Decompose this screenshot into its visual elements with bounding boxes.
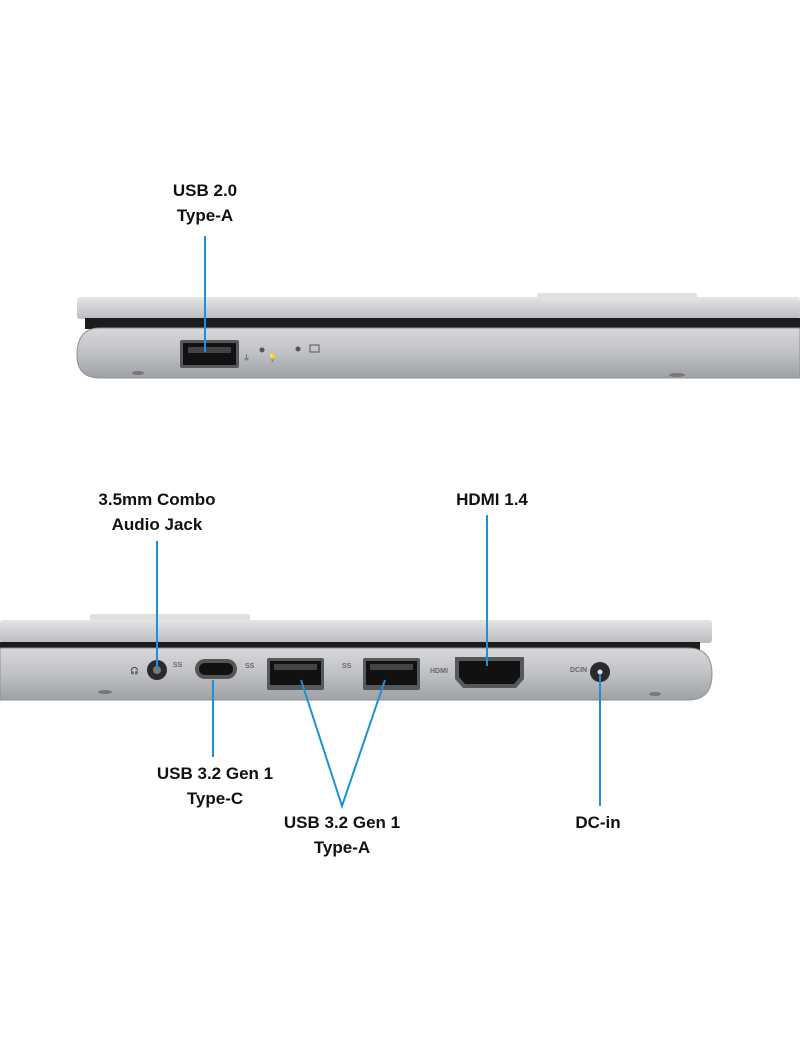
usb-a-port-2 bbox=[363, 658, 420, 690]
svg-text:DC-in: DC-in bbox=[575, 813, 620, 832]
callout-dc-in: DC-in bbox=[575, 674, 621, 832]
svg-text:HDMI 1.4: HDMI 1.4 bbox=[456, 490, 528, 509]
svg-text:Type-C: Type-C bbox=[187, 789, 243, 808]
ss-usb-marking: SS bbox=[342, 663, 352, 670]
ss-usb-marking: SS bbox=[173, 662, 183, 669]
svg-text:Audio Jack: Audio Jack bbox=[112, 515, 203, 534]
svg-text:USB 3.2 Gen 1: USB 3.2 Gen 1 bbox=[284, 813, 400, 832]
usb-symbol-icon: ⏚ bbox=[243, 354, 250, 362]
usb-a-port-2-0 bbox=[180, 340, 239, 368]
svg-text:Type-A: Type-A bbox=[314, 838, 370, 857]
power-led bbox=[259, 347, 265, 353]
svg-text:USB 2.0: USB 2.0 bbox=[173, 181, 237, 200]
battery-icon bbox=[309, 344, 320, 353]
laptop-left-side: ⏚ 💡 bbox=[76, 293, 800, 379]
callout-usb-c: USB 3.2 Gen 1 Type-C bbox=[157, 680, 273, 808]
callout-hdmi: HDMI 1.4 bbox=[456, 490, 528, 666]
usb-c-port bbox=[195, 659, 237, 679]
callout-usb-2-0: USB 2.0 Type-A bbox=[173, 181, 237, 352]
dc-in-port bbox=[590, 662, 610, 682]
laptop-right-side: 🎧 SS SS SS HDMI DCIN bbox=[0, 614, 713, 701]
ss-usb-marking: SS bbox=[245, 663, 255, 670]
callout-audio-jack: 3.5mm Combo Audio Jack bbox=[98, 490, 216, 668]
audio-jack bbox=[147, 660, 167, 680]
hdmi-port bbox=[455, 657, 524, 688]
power-indicator-icon: 💡 bbox=[268, 353, 277, 362]
hdmi-marking: HDMI bbox=[430, 668, 448, 675]
usb-a-port-1 bbox=[267, 658, 324, 690]
headset-icon: 🎧 bbox=[130, 666, 139, 675]
dc-marking: DCIN bbox=[570, 667, 587, 674]
callout-usb-a: USB 3.2 Gen 1 Type-A bbox=[284, 679, 400, 857]
svg-text:Type-A: Type-A bbox=[177, 206, 233, 225]
svg-text:3.5mm Combo: 3.5mm Combo bbox=[98, 490, 215, 509]
svg-text:USB 3.2 Gen 1: USB 3.2 Gen 1 bbox=[157, 764, 273, 783]
battery-led bbox=[295, 346, 301, 352]
